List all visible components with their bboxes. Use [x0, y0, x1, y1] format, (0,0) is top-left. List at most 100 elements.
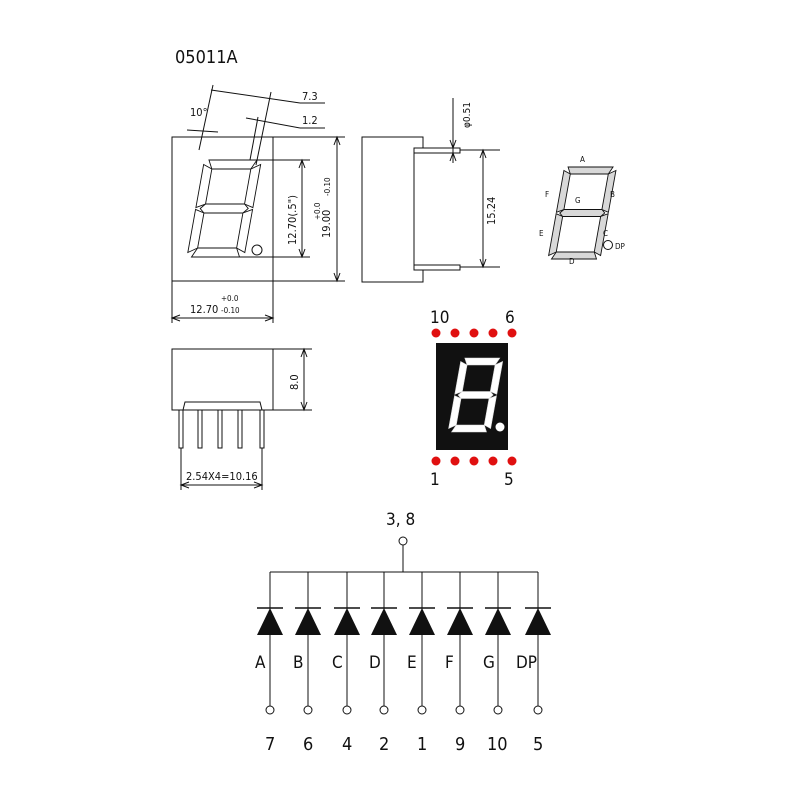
diode-symbol [409, 608, 435, 635]
diode-symbol [295, 608, 321, 635]
pin-lead [259, 409, 265, 449]
segment-f [195, 163, 213, 209]
dim-width-tol-plus: +0.0 [221, 294, 239, 303]
segment-g [199, 203, 249, 214]
diode-f: F9 [445, 572, 473, 755]
pin-number: 10 [487, 734, 508, 755]
label-b: B [610, 190, 615, 199]
pin-lead [178, 409, 184, 449]
segment-f [454, 361, 468, 395]
pin-number: 6 [303, 734, 313, 755]
diode-symbol [371, 608, 397, 635]
part-number-title: 05011A [175, 47, 238, 68]
segment-label: F [445, 653, 454, 673]
pin-dot-top [431, 328, 441, 338]
pin-terminal [533, 705, 543, 715]
segment-e [448, 395, 462, 430]
segment-label: C [332, 653, 343, 673]
segment-map-digit [548, 166, 617, 260]
pin-number: 2 [379, 734, 389, 755]
pin-dot-bottom [450, 456, 460, 466]
pin-terminal [379, 705, 389, 715]
common-terminal [398, 536, 408, 546]
pin-label-1: 1 [430, 470, 440, 490]
pin-lead [197, 409, 203, 449]
segment-label: G [483, 653, 495, 673]
pin-terminal [417, 705, 427, 715]
segment-a [464, 357, 501, 366]
front-view: 7.3 1.2 10° 12.70(.5") +0.0 19.00 -0.10 … [170, 84, 345, 323]
pin-dot-bottom [507, 456, 517, 466]
front-body-outline [171, 136, 274, 282]
segment-b [244, 163, 262, 209]
dim-pitch: 2.54X4=10.16 [186, 470, 258, 483]
pin-terminal [455, 705, 465, 715]
pin-number: 7 [265, 734, 275, 755]
pin-lead [237, 409, 243, 449]
diode-a: A7 [255, 572, 283, 755]
segment-label: A [255, 653, 266, 673]
pin-dot-top [507, 328, 517, 338]
dim-depth: 8.0 [288, 374, 301, 390]
dim-7-3: 7.3 [302, 90, 318, 103]
pin-terminal [265, 705, 275, 715]
segment-a [567, 166, 614, 175]
label-dp: DP [615, 242, 626, 251]
display-photo: 10 6 1 5 [430, 308, 517, 490]
diode-symbol [485, 608, 511, 635]
segment-label: B [293, 653, 304, 673]
bottom-body-outline [171, 348, 274, 411]
segment-e [187, 208, 205, 254]
label-a: A [580, 155, 585, 164]
display-dp [495, 422, 505, 432]
dim-angle: 10° [190, 106, 208, 119]
dim-height-tol-plus: +0.0 [313, 202, 322, 220]
pin-number: 5 [533, 734, 543, 755]
diode-symbol [257, 608, 283, 635]
front-dp-circle [251, 244, 263, 256]
diode-c: C4 [332, 572, 360, 755]
bottom-view: 8.0 2.54X4=10.16 [171, 347, 312, 490]
segment-g [457, 391, 494, 399]
segment-b [601, 169, 617, 213]
front-digit-outline [187, 159, 262, 258]
dim-height: 19.00 [320, 210, 333, 238]
dim-height-tol-minus: -0.10 [323, 177, 332, 196]
segment-d [190, 247, 241, 258]
segment-label: E [407, 653, 417, 673]
pin-terminal [303, 705, 313, 715]
pin-dot-top [450, 328, 460, 338]
segment-f [555, 169, 571, 213]
diode-symbol [525, 608, 551, 635]
dim-width: 12.70 [190, 303, 218, 316]
diode-dp: DP 5 [516, 572, 551, 755]
segment-b [489, 360, 504, 395]
diode-symbol [447, 608, 473, 635]
label-g: G [575, 196, 581, 205]
display-digit [448, 357, 504, 433]
label-f: F [545, 190, 549, 199]
pin-dot-top [488, 328, 498, 338]
label-e: E [539, 229, 544, 238]
pin-dot-bottom [488, 456, 498, 466]
pin-lead [217, 409, 223, 449]
label-d: D [569, 257, 575, 266]
pin-dot-top [469, 328, 479, 338]
diode-b: B6 [293, 572, 321, 755]
segment-a [208, 159, 258, 170]
pin-terminal [342, 705, 352, 715]
pin-number: 1 [417, 734, 427, 755]
pin-number: 9 [455, 734, 465, 755]
dim-width-tol-minus: -0.10 [221, 306, 240, 315]
side-view: φ0.51 15.24 [361, 98, 500, 283]
dim-pin-diameter: φ0.51 [462, 102, 473, 128]
pin-label-10: 10 [430, 308, 449, 328]
pin-dot-bottom [431, 456, 441, 466]
segment-label: DP [516, 653, 537, 673]
segment-c [483, 395, 497, 429]
diode-d: D2 [369, 572, 397, 755]
pin-label-6: 6 [505, 308, 515, 328]
segment-dp-circle [603, 240, 613, 250]
